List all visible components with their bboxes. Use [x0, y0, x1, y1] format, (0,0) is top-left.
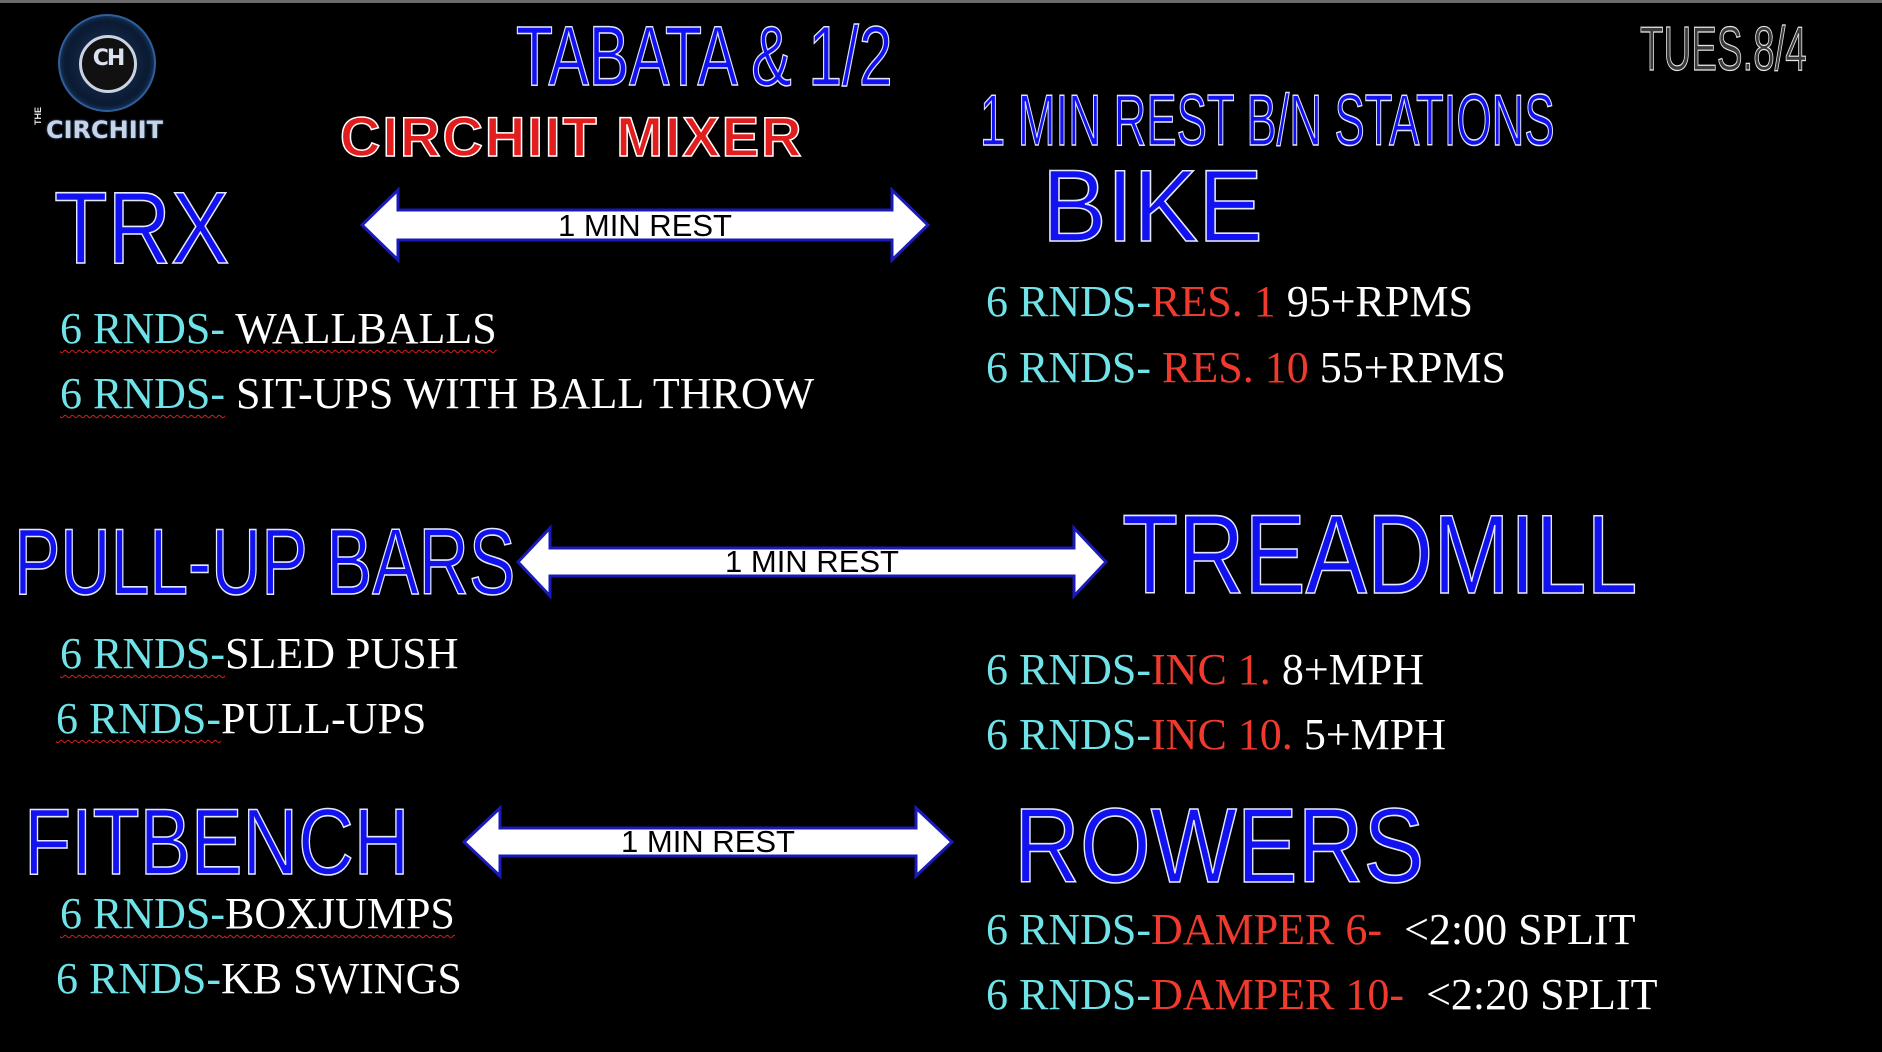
top-border-line — [0, 0, 1882, 3]
rounds-label: 6 RNDS- — [60, 889, 226, 938]
setting-label: INC 10. — [1151, 710, 1293, 759]
setting-label: DAMPER 10- — [1151, 970, 1405, 1019]
rowers-line-1: 6 RNDS-DAMPER 6- <2:00 SPLIT — [986, 904, 1635, 955]
logo-prefix: THE — [33, 107, 43, 125]
pullup-line-2: 6 RNDS-PULL-UPS — [56, 693, 426, 744]
rounds-label: 6 RNDS- — [986, 645, 1152, 694]
double-arrow-icon — [461, 804, 955, 880]
exercise-name: SLED PUSH — [225, 629, 459, 678]
rest-arrow-label: 1 MIN REST — [621, 824, 795, 859]
rounds-label: 6 RNDS- — [986, 970, 1152, 1019]
target-label: <2:00 SPLIT — [1382, 905, 1636, 954]
exercise-name: SIT-UPS WITH BALL THROW — [225, 369, 815, 418]
rounds-label: 6 RNDS- — [60, 369, 226, 418]
rest-arrow-1: 1 MIN REST — [358, 186, 932, 264]
rounds-label: 6 RNDS- — [986, 277, 1152, 326]
page-title: TABATA & 1/2 — [515, 8, 893, 104]
station-trx-title: TRX — [53, 170, 230, 286]
rounds-label: 6 RNDS- — [986, 710, 1152, 759]
target-label: 5+MPH — [1292, 710, 1446, 759]
target-label: <2:20 SPLIT — [1404, 970, 1658, 1019]
setting-label: DAMPER 6- — [1151, 905, 1383, 954]
treadmill-line-2: 6 RNDS-INC 10. 5+MPH — [986, 709, 1446, 760]
station-treadmill-title: TREADMILL — [1121, 491, 1638, 618]
station-bike-title: BIKE — [1041, 148, 1263, 264]
setting-label: RES. 10 — [1162, 343, 1309, 392]
logo-badge — [58, 14, 156, 112]
rowers-line-2: 6 RNDS-DAMPER 10- <2:20 SPLIT — [986, 969, 1657, 1020]
trx-line-1: 6 RNDS- WALLBALLS — [60, 303, 497, 354]
fitbench-line-2: 6 RNDS-KB SWINGS — [56, 953, 462, 1004]
pullup-line-1: 6 RNDS-SLED PUSH — [60, 628, 459, 679]
rounds-label: 6 RNDS- — [986, 905, 1152, 954]
exercise-name: WALLBALLS — [225, 304, 497, 353]
exercise-name: PULL-UPS — [221, 694, 427, 743]
exercise-name: BOXJUMPS — [225, 889, 455, 938]
rounds-label: 6 RNDS- — [986, 343, 1163, 392]
logo-inner-ring — [79, 35, 137, 93]
station-fitbench-title: FITBENCH — [23, 788, 410, 895]
fitbench-line-1: 6 RNDS-BOXJUMPS — [60, 888, 455, 939]
rest-arrow-label: 1 MIN REST — [558, 208, 732, 243]
rounds-label: 6 RNDS- — [60, 304, 226, 353]
double-arrow-icon — [359, 186, 931, 264]
date-label: TUES.8/4 — [1640, 14, 1807, 84]
bike-line-1: 6 RNDS-RES. 1 95+RPMS — [986, 276, 1473, 327]
rest-note: 1 MIN REST B/N STATIONS — [980, 80, 1556, 162]
logo-wordmark: CIRCHIIT — [46, 116, 163, 144]
double-arrow-icon — [515, 524, 1109, 600]
rounds-label: 6 RNDS- — [60, 629, 226, 678]
setting-label: INC 1. — [1151, 645, 1271, 694]
page-subtitle: CIRCHIIT MIXER — [339, 104, 804, 169]
target-label: 95+RPMS — [1275, 277, 1473, 326]
bike-line-2: 6 RNDS- RES. 10 55+RPMS — [986, 342, 1506, 393]
logo-monogram: CH — [92, 46, 126, 71]
rounds-label: 6 RNDS- — [56, 954, 222, 1003]
setting-label: RES. 1 — [1151, 277, 1276, 326]
trx-line-2: 6 RNDS- SIT-UPS WITH BALL THROW — [60, 368, 814, 419]
rest-arrow-2: 1 MIN REST — [514, 524, 1110, 600]
station-pullup-title: PULL-UP BARS — [13, 508, 516, 615]
exercise-name: KB SWINGS — [221, 954, 462, 1003]
rest-arrow-3: 1 MIN REST — [460, 804, 956, 880]
station-rowers-title: ROWERS — [1013, 786, 1425, 906]
rest-arrow-label: 1 MIN REST — [725, 544, 899, 579]
target-label: 8+MPH — [1270, 645, 1424, 694]
target-label: 55+RPMS — [1308, 343, 1506, 392]
rounds-label: 6 RNDS- — [56, 694, 222, 743]
treadmill-line-1: 6 RNDS-INC 1. 8+MPH — [986, 644, 1424, 695]
